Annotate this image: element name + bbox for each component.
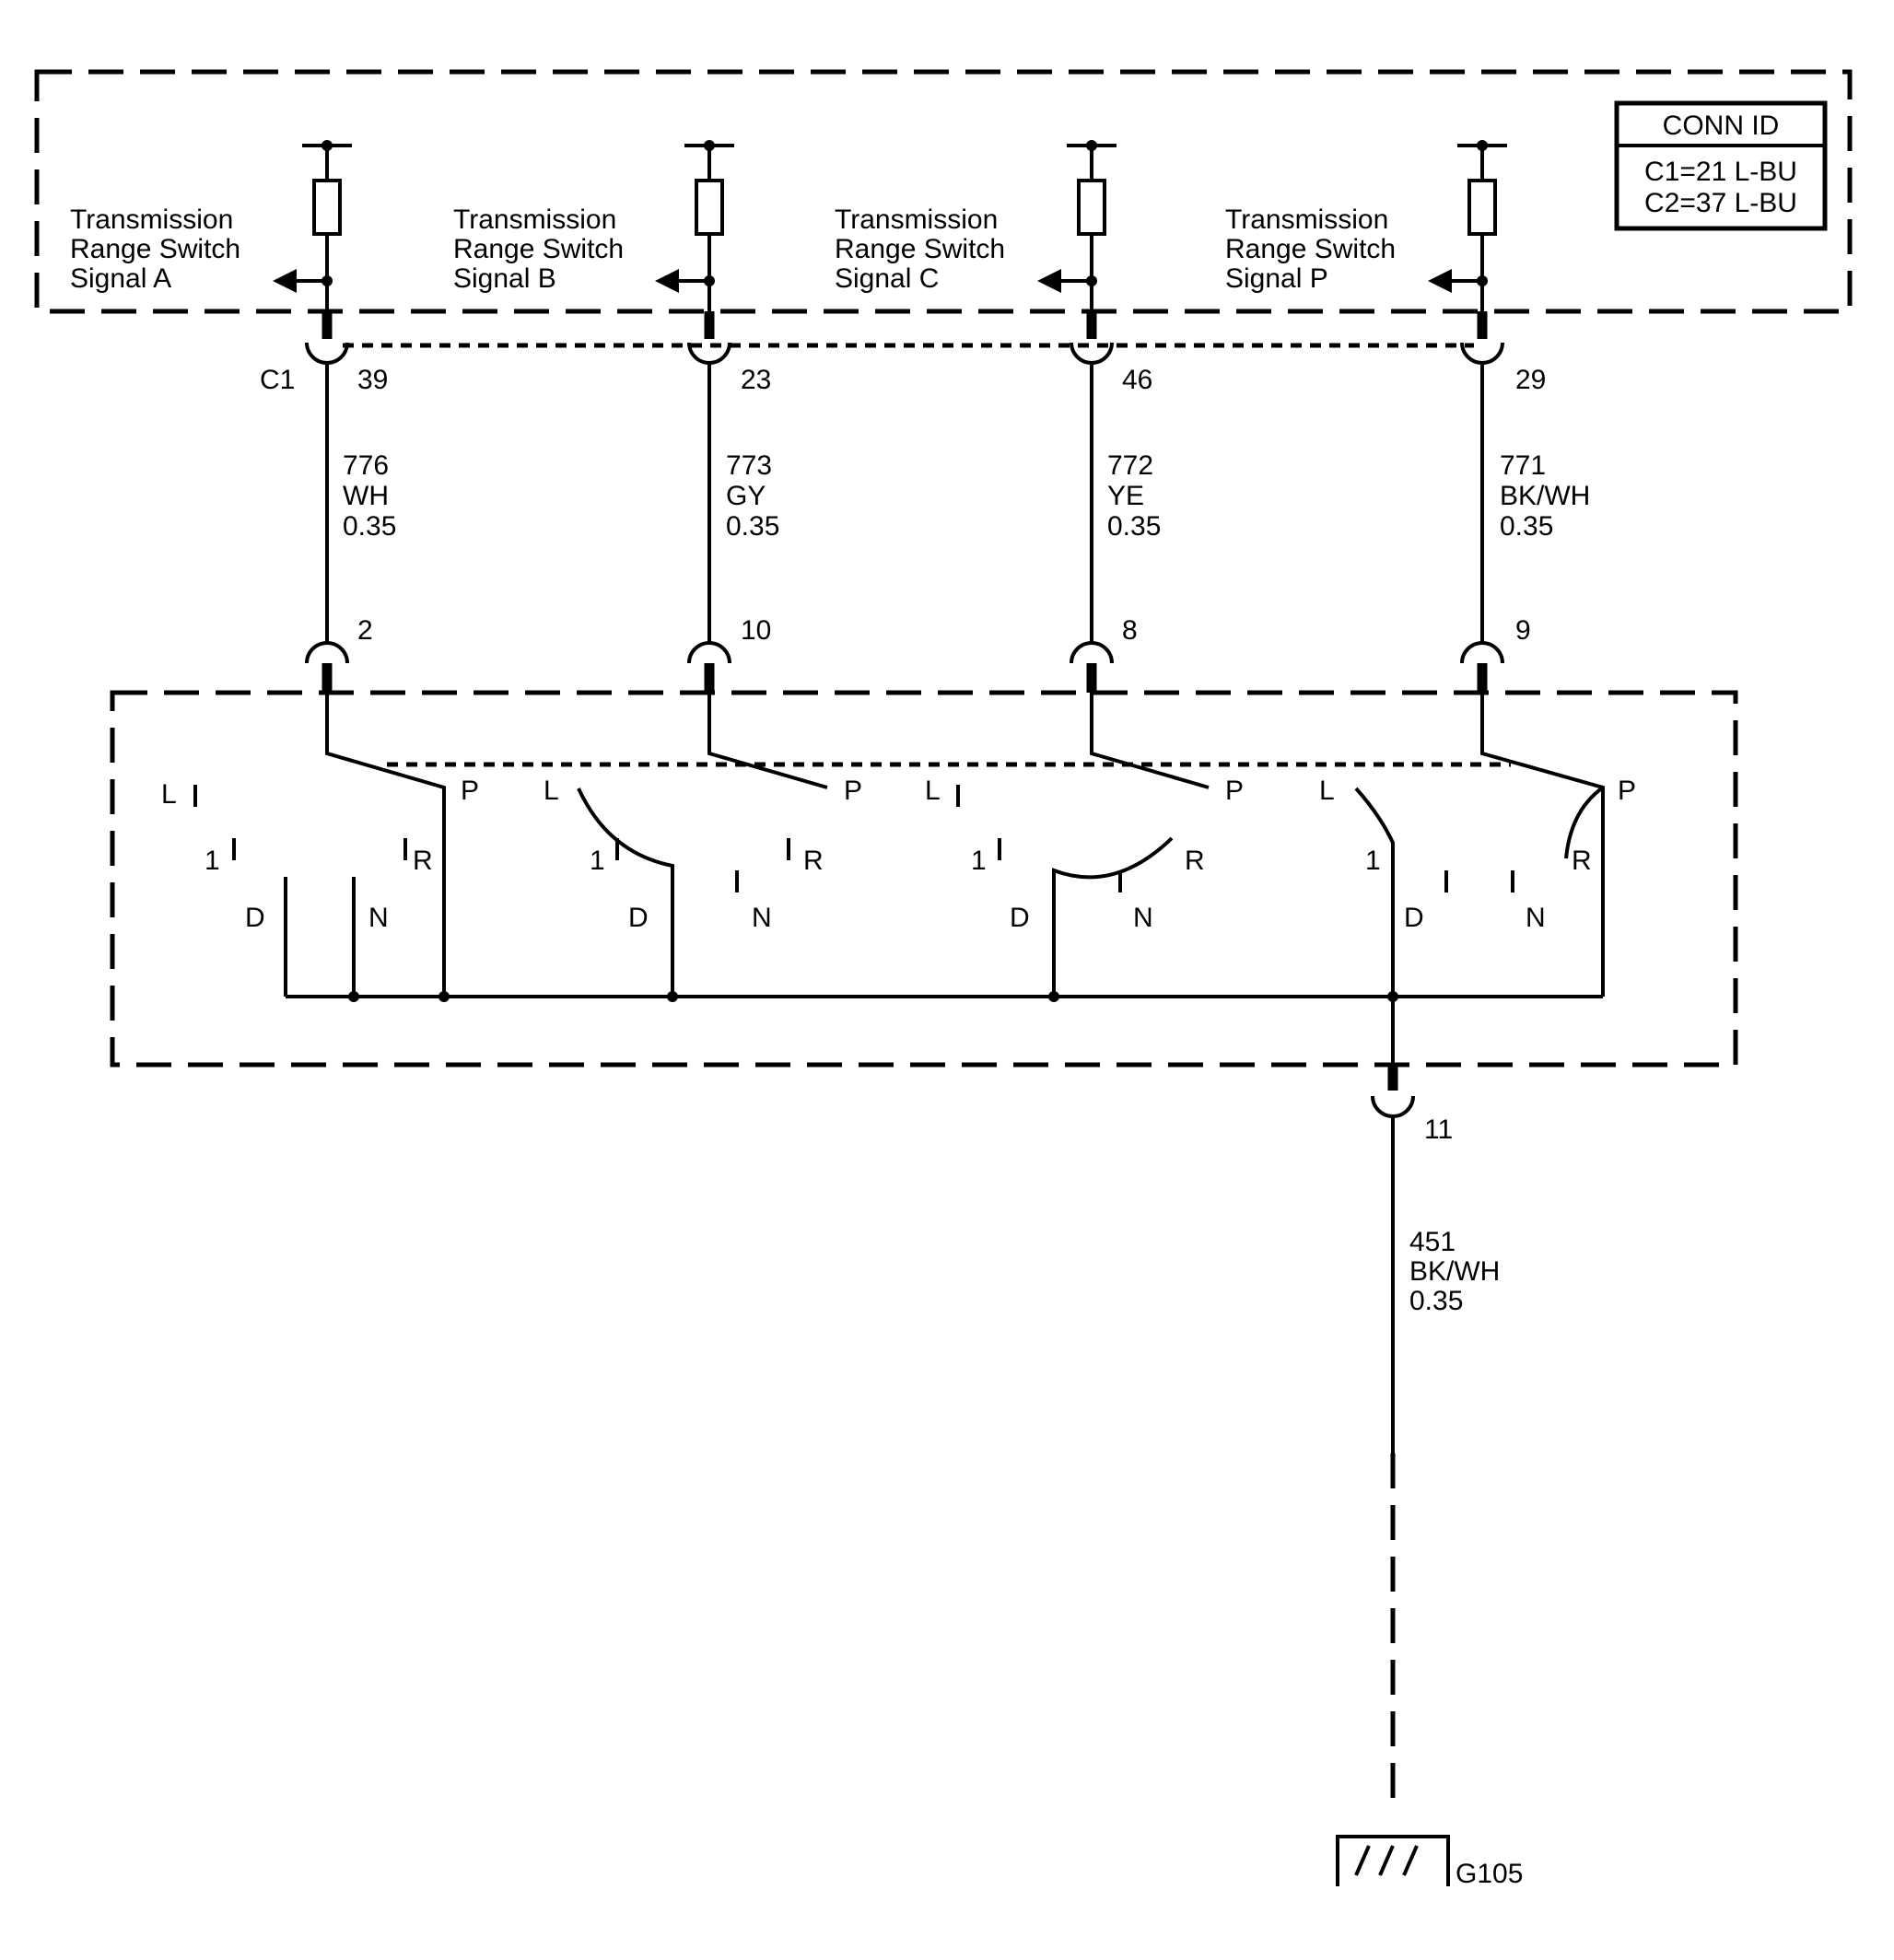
- switch-pin-label: 8: [1122, 615, 1138, 646]
- position-label: 1: [205, 846, 220, 876]
- switch-section-p: L 1 D N R P: [1319, 693, 1636, 997]
- signal-label-line-3: Signal A: [70, 263, 171, 294]
- switch-pin-label: 2: [357, 615, 373, 646]
- position-label: D: [245, 903, 265, 933]
- module-pin-label: 46: [1122, 365, 1152, 395]
- circuit-number: 771: [1500, 450, 1546, 481]
- position-label: 1: [590, 846, 605, 876]
- signal-label-line-3: Signal P: [1225, 263, 1328, 294]
- ground-circuit-number: 451: [1409, 1227, 1456, 1257]
- wire-color: WH: [343, 481, 389, 511]
- signal-label-line-2: Range Switch: [70, 234, 240, 264]
- position-label: P: [1225, 776, 1244, 806]
- position-label: 1: [971, 846, 987, 876]
- ground-wire-color: BK/WH: [1409, 1256, 1500, 1287]
- signal-column-p: Transmission Range Switch Signal P 29 77…: [1225, 140, 1590, 693]
- signal-arrow-icon: [1037, 269, 1061, 293]
- switch-pin-label: 10: [741, 615, 771, 646]
- position-label: R: [413, 846, 433, 876]
- position-label: P: [461, 776, 479, 806]
- range-switch-outline: [110, 690, 1738, 1068]
- wire-color: GY: [726, 481, 766, 511]
- module-pin-label: 23: [741, 365, 771, 395]
- switch-pin-label: 9: [1515, 615, 1531, 646]
- wire-gauge: 0.35: [1500, 511, 1553, 542]
- position-label: L: [1319, 776, 1335, 806]
- wire-gauge: 0.35: [343, 511, 396, 542]
- pull-up-resistor: [1077, 179, 1106, 236]
- switch-section-c: L 1 D N R P: [925, 693, 1244, 997]
- circuit-number: 773: [726, 450, 772, 481]
- pull-up-resistor: [1467, 179, 1497, 236]
- position-label: R: [803, 846, 824, 876]
- position-label: D: [1010, 903, 1030, 933]
- switch-section-b: L 1 D N R P: [544, 693, 862, 997]
- position-label: 1: [1365, 846, 1381, 876]
- wire-color: YE: [1107, 481, 1144, 511]
- position-label: N: [368, 903, 389, 933]
- ground-pin-label: 11: [1424, 1114, 1453, 1145]
- position-label: D: [628, 903, 649, 933]
- position-label: N: [1133, 903, 1153, 933]
- signal-label-line-3: Signal C: [835, 263, 939, 294]
- switch-section-a: L 1 D N R P: [161, 693, 479, 997]
- signal-label-line-3: Signal B: [453, 263, 556, 294]
- ground-icon: [1336, 1835, 1450, 1886]
- signal-label-line-1: Transmission: [70, 204, 233, 235]
- control-module-outline: [34, 69, 1853, 314]
- wire-gauge: 0.35: [1107, 511, 1161, 542]
- ground-wire-gauge: 0.35: [1409, 1286, 1463, 1316]
- pull-up-resistor: [695, 179, 724, 236]
- signal-label-line-1: Transmission: [1225, 204, 1388, 235]
- module-pin-label: 39: [357, 365, 388, 395]
- signal-arrow-icon: [1428, 269, 1452, 293]
- signal-label-line-1: Transmission: [453, 204, 616, 235]
- position-label: N: [752, 903, 772, 933]
- signal-column-a: Transmission Range Switch Signal A C1 39…: [70, 140, 396, 693]
- conn-id-title: CONN ID: [1663, 111, 1780, 141]
- circuit-number: 776: [343, 450, 389, 481]
- conn-id-line-2: C2=37 L-BU: [1644, 188, 1797, 218]
- position-label: N: [1526, 903, 1546, 933]
- wire-gauge: 0.35: [726, 511, 779, 542]
- signal-label-line-2: Range Switch: [835, 234, 1005, 264]
- wire-color: BK/WH: [1500, 481, 1590, 511]
- signal-label-line-2: Range Switch: [1225, 234, 1396, 264]
- ground-circuit: 11 451 BK/WH 0.35 G105: [1336, 997, 1523, 1889]
- signal-label-line-2: Range Switch: [453, 234, 624, 264]
- signal-arrow-icon: [655, 269, 679, 293]
- module-pin-label: 29: [1515, 365, 1546, 395]
- signal-column-c: Transmission Range Switch Signal C 46 77…: [835, 140, 1161, 693]
- position-label: P: [844, 776, 862, 806]
- conn-id-line-1: C1=21 L-BU: [1644, 157, 1797, 187]
- signal-arrow-icon: [273, 269, 297, 293]
- circuit-number: 772: [1107, 450, 1153, 481]
- position-label: R: [1572, 846, 1592, 876]
- position-label: L: [544, 776, 559, 806]
- position-label: L: [161, 779, 177, 810]
- signal-column-b: Transmission Range Switch Signal B 23 77…: [453, 140, 779, 693]
- ground-name: G105: [1456, 1859, 1523, 1889]
- conn-id-box: CONN ID C1=21 L-BU C2=37 L-BU: [1614, 100, 1828, 231]
- position-label: P: [1618, 776, 1636, 806]
- signal-label-line-1: Transmission: [835, 204, 998, 235]
- connector-c1-label: C1: [260, 365, 295, 395]
- pull-up-resistor: [312, 179, 342, 236]
- position-label: D: [1404, 903, 1424, 933]
- position-label: L: [925, 776, 941, 806]
- position-label: R: [1185, 846, 1205, 876]
